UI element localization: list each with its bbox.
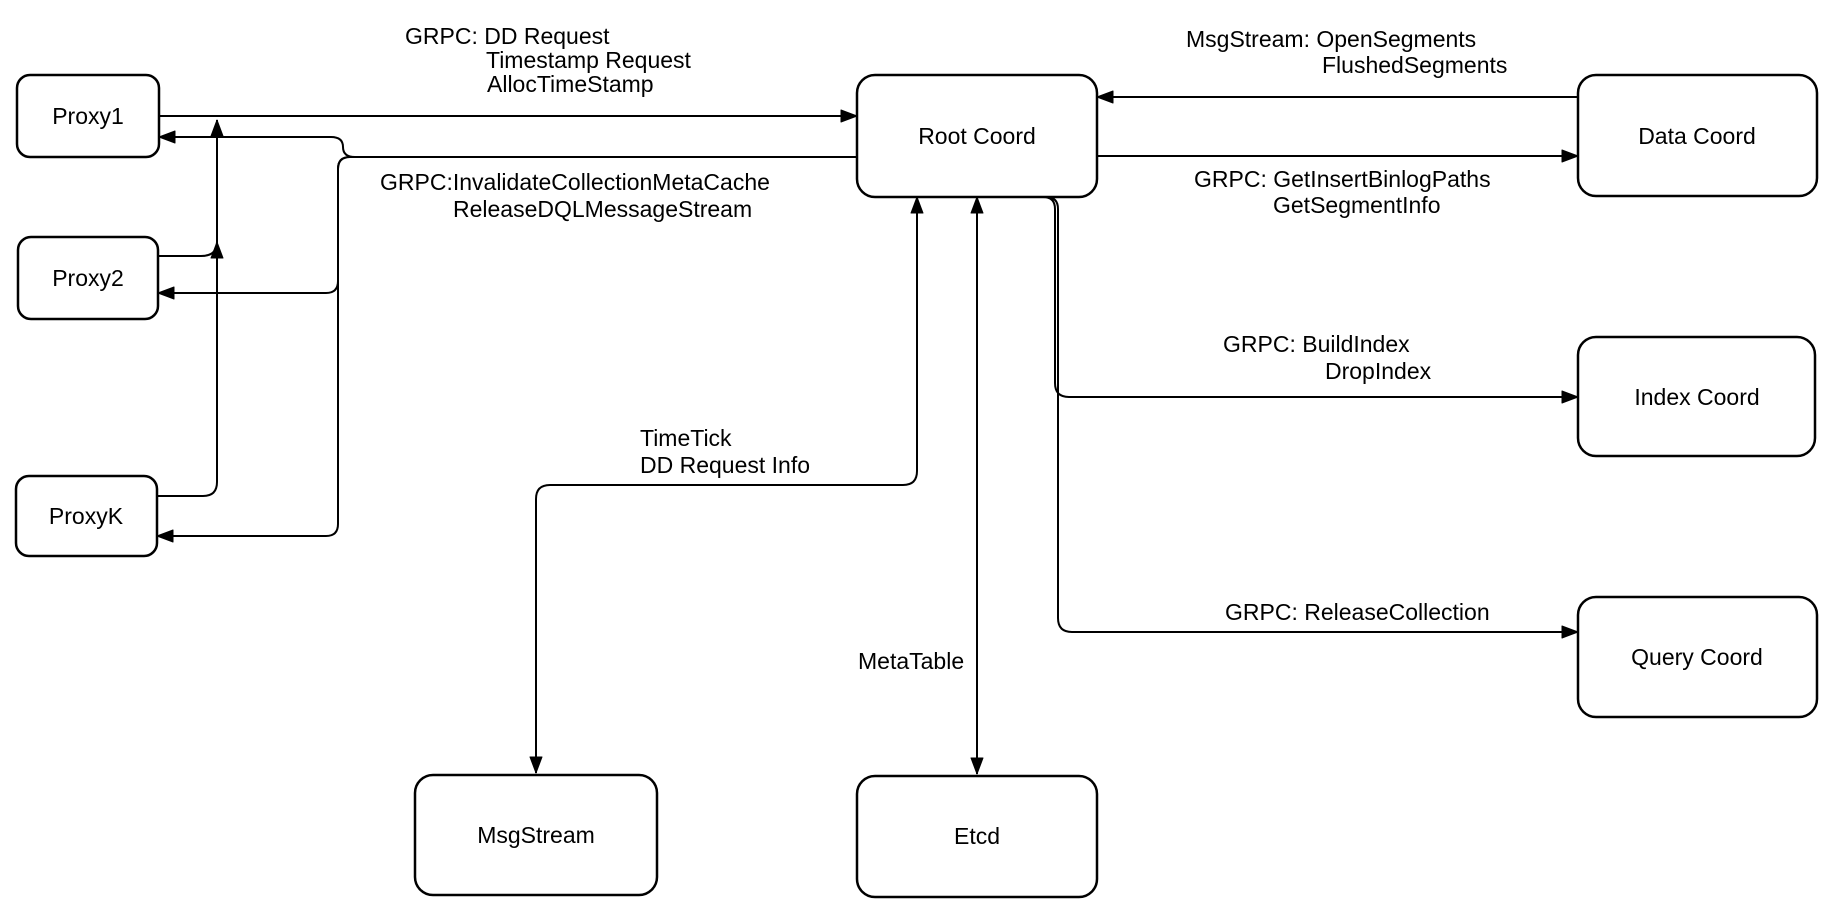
edge-label-root-to-proxies-line2: ReleaseDQLMessageStream — [453, 196, 752, 222]
node-index-coord-label: Index Coord — [1634, 384, 1759, 410]
node-proxyk-label: ProxyK — [49, 503, 124, 529]
node-etcd-label: Etcd — [954, 823, 1000, 849]
edge-label-root-to-data-line1: GRPC: GetInsertBinlogPaths — [1194, 166, 1491, 192]
edge-root-coord-to-proxy1 — [158, 130, 857, 158]
node-proxy1-box — [15, 73, 161, 159]
node-query-coord-box — [1576, 595, 1819, 719]
edge-label-data-to-root-line2: FlushedSegments — [1322, 52, 1507, 78]
node-data-coord-label: Data Coord — [1638, 123, 1756, 149]
node-proxyk-box — [14, 474, 159, 558]
edge-label-root-to-data-line2: GetSegmentInfo — [1273, 192, 1441, 218]
edge-label-root-msgstream-line1: TimeTick — [640, 425, 732, 451]
edge-label-proxy-to-root-line2: Timestamp Request — [486, 47, 692, 73]
node-proxy2-label: Proxy2 — [52, 265, 124, 291]
edge-proxy2-merge-up — [157, 241, 224, 259]
edge-label-proxy-to-root-line3: AllocTimeStamp — [487, 71, 654, 97]
node-data-coord-box — [1576, 73, 1819, 198]
edge-root-coord-to-proxyk — [156, 156, 857, 543]
edge-root-coord-to-index-coord — [1042, 196, 1579, 404]
node-etcd-box — [855, 774, 1099, 899]
node-proxy1-label: Proxy1 — [52, 103, 124, 129]
edge-label-proxy-to-root-line1: GRPC: DD Request — [405, 23, 610, 49]
edge-label-root-to-etcd-line1: MetaTable — [858, 648, 964, 674]
edge-root-coord-msgstream — [529, 196, 924, 774]
edge-label-root-to-index-line2: DropIndex — [1325, 358, 1432, 384]
node-root-coord-box — [855, 73, 1099, 199]
edge-label-root-msgstream-line2: DD Request Info — [640, 452, 810, 478]
edge-proxyk-merge-up — [157, 119, 224, 497]
node-proxy2-box — [16, 235, 160, 321]
edge-label-root-to-query-line1: GRPC: ReleaseCollection — [1225, 599, 1490, 625]
node-index-coord-box — [1576, 335, 1817, 458]
edge-label-root-to-index-line1: GRPC: BuildIndex — [1223, 331, 1410, 357]
node-msgstream-box — [413, 773, 659, 897]
edge-root-coord-to-query-coord — [1045, 196, 1579, 639]
edge-label-root-to-proxies-line1: GRPC:InvalidateCollectionMetaCache — [380, 169, 770, 195]
edge-label-data-to-root-line1: MsgStream: OpenSegments — [1186, 26, 1476, 52]
node-msgstream-label: MsgStream — [477, 822, 595, 848]
node-root-coord-label: Root Coord — [918, 123, 1036, 149]
node-query-coord-label: Query Coord — [1631, 644, 1763, 670]
